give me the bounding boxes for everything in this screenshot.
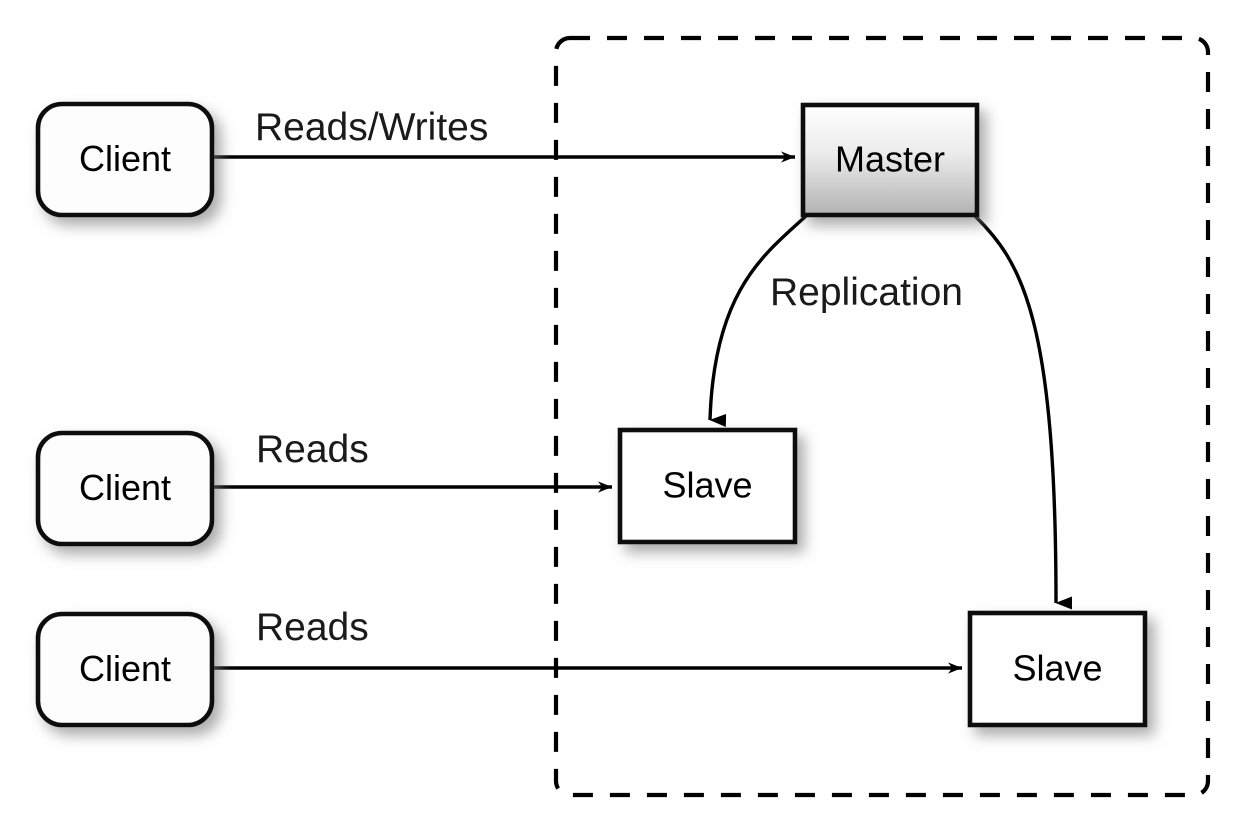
client-2-label: Client [79, 467, 171, 508]
edge-label-reads-2: Reads [256, 606, 369, 649]
master-box[interactable] [800, 102, 980, 218]
node-slave-2[interactable] [967, 610, 1148, 728]
slave-1-box[interactable] [617, 427, 798, 545]
client-2-box[interactable] [35, 430, 215, 547]
slave-2-box[interactable] [967, 610, 1148, 728]
slave-1-label: Slave [662, 465, 752, 506]
node-client-1[interactable] [35, 101, 215, 218]
node-client-3[interactable] [35, 611, 215, 728]
database-cluster-boundary [553, 35, 1211, 798]
edge-group [214, 151, 1073, 674]
edge-label-reads-1: Reads [256, 428, 369, 471]
edge-label-reads-writes: Reads/Writes [255, 106, 488, 149]
client-1-label: Client [79, 138, 171, 179]
client-1-box[interactable] [35, 101, 215, 218]
edge-master-to-slave1 [708, 214, 808, 427]
node-slave-1[interactable] [617, 427, 798, 545]
edge-label-replication: Replication [770, 271, 963, 314]
client-3-label: Client [79, 648, 171, 689]
slave-2-label: Slave [1012, 648, 1102, 689]
node-master[interactable] [800, 102, 980, 218]
client-3-box[interactable] [35, 611, 215, 728]
edge-master-to-slave2 [973, 214, 1073, 610]
node-client-2[interactable] [35, 430, 215, 547]
master-label: Master [835, 139, 945, 180]
